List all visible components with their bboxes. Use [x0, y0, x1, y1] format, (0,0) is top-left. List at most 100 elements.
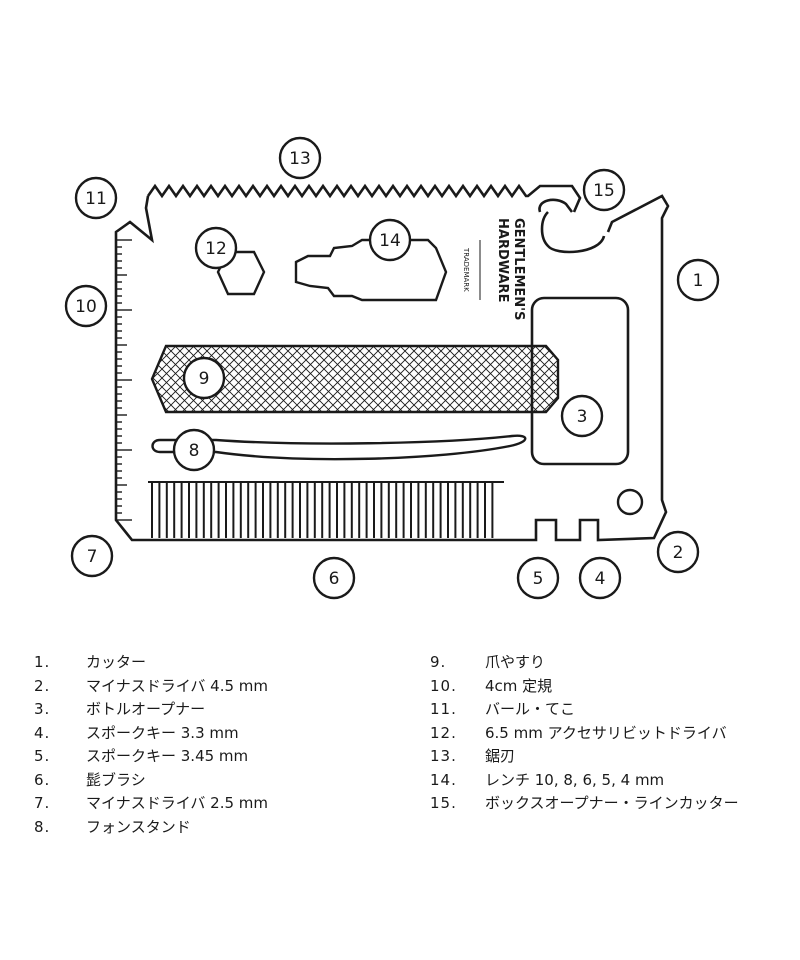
beard-comb: [148, 481, 504, 538]
legend-item: 1. カッター: [34, 651, 268, 675]
callout-number: 10: [75, 297, 97, 317]
lanyard-hole: [616, 488, 644, 516]
legend-item-label: マイナスドライバ 4.5 mm: [86, 676, 269, 695]
callout-number: 3: [577, 407, 588, 427]
legend-item: 3. ボトルオープナー: [34, 698, 268, 722]
legend-item-number: 10.: [430, 676, 457, 695]
nail-file: [150, 344, 560, 414]
multitool-card-diagram: GENTLEMEN'S HARDWARE TRADEMARK 123456789…: [64, 136, 720, 600]
legend-item-number: 1.: [34, 653, 51, 671]
legend-item-number: 8.: [34, 817, 51, 836]
callout-10: 10: [64, 284, 108, 328]
legend-item-label: フォンスタンド: [86, 817, 191, 836]
box-opener-hook: [538, 198, 606, 254]
callout-number: 14: [379, 231, 401, 251]
legend-item-label: バール・てこ: [485, 700, 576, 718]
legend-item: 9. 爪やすり: [430, 651, 739, 675]
legend-item-label: 髭ブラシ: [86, 770, 146, 789]
callout-15: 15: [582, 168, 626, 212]
wrench-hole: [294, 238, 448, 302]
legend-item-label: ボックスオープナー・ラインカッター: [485, 794, 739, 812]
legend-item: 12. 6.5 mm アクセサリビットドライバ: [430, 722, 739, 746]
callout-5: 5: [516, 556, 560, 600]
callout-number: 12: [205, 239, 227, 259]
legend-item-number: 4.: [34, 723, 51, 742]
legend-item-number: 15.: [430, 794, 457, 812]
callout-number: 6: [329, 569, 340, 589]
legend-item-number: 14.: [430, 770, 457, 789]
callout-3: 3: [560, 394, 604, 438]
legend-item: 15. ボックスオープナー・ラインカッター: [430, 792, 739, 816]
brand-logo: GENTLEMEN'S HARDWARE: [495, 218, 526, 321]
legend-item-number: 13.: [430, 747, 457, 765]
card-outline: [114, 183, 670, 542]
callout-circle: [560, 394, 604, 438]
legend-item-label: レンチ 10, 8, 6, 5, 4 mm: [485, 770, 665, 789]
legend-column-right: 9. 爪やすり 10. 4cm 定規 11. バール・てこ 12. 6.5 mm アクセサリビ…: [430, 651, 739, 816]
callout-circle: [676, 258, 720, 302]
svg-text:TRADEMARK: TRADEMARK: [462, 247, 470, 292]
hex-bit-driver-hole: [216, 250, 266, 296]
callout-11: 11: [74, 176, 118, 220]
legend-item-number: 3.: [34, 700, 51, 718]
callout-number: 4: [595, 569, 606, 589]
callout-circle: [516, 556, 560, 600]
legend-item-label: ボトルオープナー: [86, 700, 206, 718]
callout-number: 5: [533, 569, 544, 589]
legend-item: 2. マイナスドライバ 4.5 mm: [34, 675, 268, 699]
legend-item-label: スポークキー 3.45 mm: [86, 747, 249, 765]
legend-item-label: マイナスドライバ 2.5 mm: [86, 794, 269, 812]
legend-item-label: カッター: [86, 653, 147, 671]
legend-item-number: 12.: [430, 723, 457, 742]
callout-circle: [172, 428, 216, 472]
callout-9: 9: [182, 356, 226, 400]
callout-6: 6: [312, 556, 356, 600]
callout-circle: [182, 356, 226, 400]
legend-item: 14. レンチ 10, 8, 6, 5, 4 mm: [430, 769, 739, 793]
callout-circle: [312, 556, 356, 600]
legend-item: 6. 髭ブラシ: [34, 769, 268, 793]
callout-7: 7: [70, 534, 114, 578]
callout-number: 9: [199, 369, 210, 389]
callout-number: 1: [693, 271, 704, 291]
brand-line2: HARDWARE: [495, 218, 510, 302]
legend-item: 8. フォンスタンド: [34, 816, 268, 840]
callout-circle: [368, 218, 412, 262]
legend-item-label: 4cm 定規: [485, 676, 553, 695]
callout-circle: [656, 530, 700, 574]
brand-trademark: TRADEMARK: [462, 247, 470, 292]
legend-item-label: 爪やすり: [485, 653, 546, 671]
callout-circle: [582, 168, 626, 212]
callout-number: 11: [85, 189, 107, 209]
brand-line1: GENTLEMEN'S: [511, 218, 526, 321]
callout-circle: [74, 176, 118, 220]
legend-item: 13. 鋸刃: [430, 745, 739, 769]
ruler-ticks: [116, 239, 132, 521]
legend-column-left: 1. カッター 2. マイナスドライバ 4.5 mm 3. ボトルオープナー 4. スポークキ…: [34, 651, 268, 839]
callout-8: 8: [172, 428, 216, 472]
callout-circle: [194, 226, 238, 270]
callout-number: 7: [87, 547, 98, 567]
legend-item-number: 7.: [34, 794, 51, 812]
legend-item: 11. バール・てこ: [430, 698, 739, 722]
callout-number: 13: [289, 149, 311, 169]
callout-number: 8: [189, 441, 200, 461]
callout-circle: [64, 284, 108, 328]
callout-number: 15: [593, 181, 615, 201]
legend-item-number: 2.: [34, 676, 51, 695]
callout-4: 4: [578, 556, 622, 600]
legend-item-number: 11.: [430, 700, 457, 718]
legend-item-label: スポークキー 3.3 mm: [86, 723, 239, 742]
legend-item-number: 5.: [34, 747, 51, 765]
legend-item-number: 6.: [34, 770, 51, 789]
callout-13: 13: [278, 136, 322, 180]
callout-2: 2: [656, 530, 700, 574]
callout-number: 2: [673, 543, 684, 563]
legend-item-label: 鋸刃: [485, 747, 516, 765]
legend-item-number: 9.: [430, 653, 447, 671]
legend-item-label: 6.5 mm アクセサリビットドライバ: [485, 723, 727, 742]
callout-circle: [278, 136, 322, 180]
legend-item: 7. マイナスドライバ 2.5 mm: [34, 792, 268, 816]
callout-12: 12: [194, 226, 238, 270]
